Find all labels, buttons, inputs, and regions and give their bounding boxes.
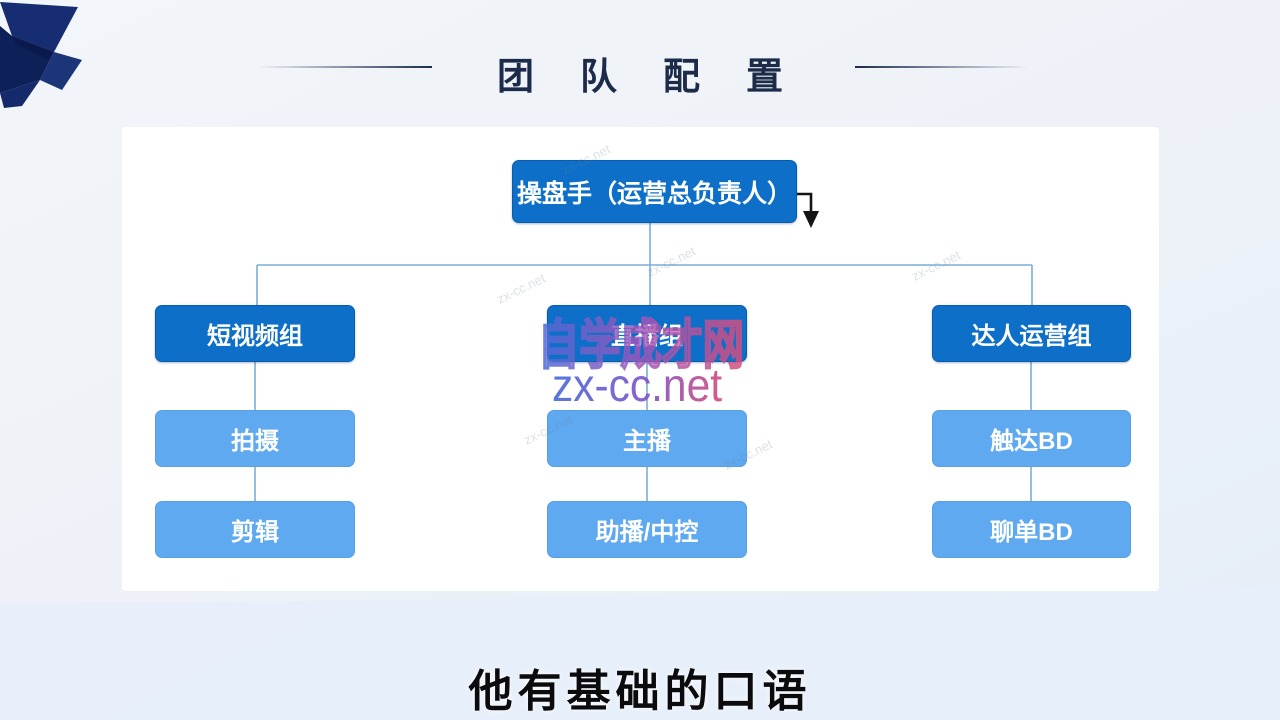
org-node-editing: 剪辑 (155, 501, 355, 558)
org-node-group-short-video: 短视频组 (155, 305, 355, 362)
slide-header: 团队配置 (0, 40, 1280, 100)
video-subtitle: 他有基础的口语 (468, 667, 812, 716)
org-node-reach-bd: 触达BD (932, 410, 1131, 467)
org-node-chat-bd: 聊单BD (932, 501, 1131, 558)
background-wash-shape (0, 585, 1280, 720)
title-divider-left (258, 66, 432, 68)
page-title: 团队配置 (497, 57, 829, 98)
org-node-group-livestream: 直播组 (547, 305, 747, 362)
ribbon-decoration (0, 2, 82, 108)
org-node-group-influencer-ops: 达人运营组 (932, 305, 1131, 362)
org-node-shooting: 拍摄 (155, 410, 355, 467)
org-node-root: 操盘手（运营总负责人） (512, 160, 797, 223)
org-node-assistant-host: 助播/中控 (547, 501, 747, 558)
title-divider-right (855, 66, 1029, 68)
org-node-host: 主播 (547, 410, 747, 467)
